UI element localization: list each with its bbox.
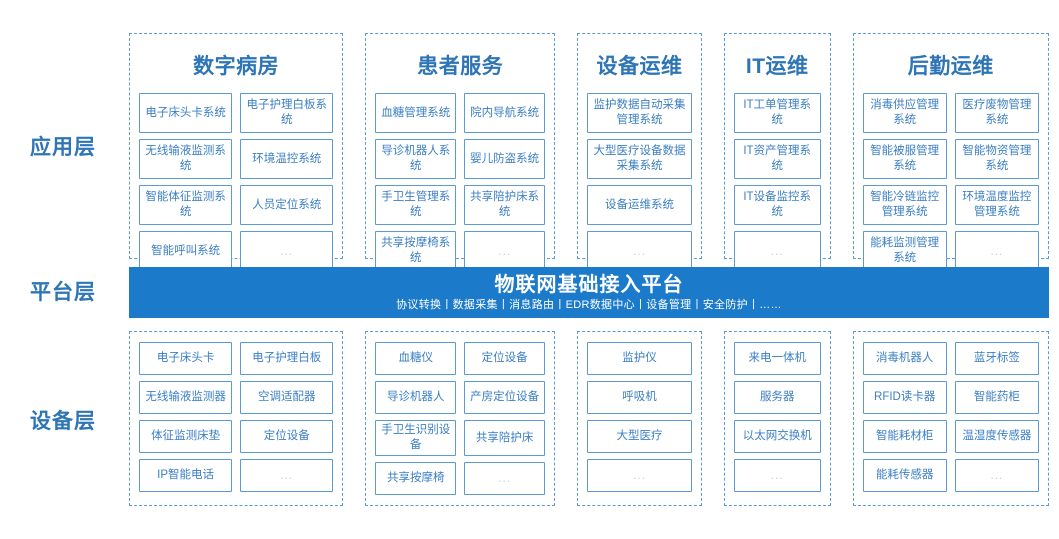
app-item[interactable]: 电子床头卡系统 — [139, 93, 233, 133]
device-item[interactable]: 以太网交换机 — [733, 420, 821, 453]
app-item[interactable]: 共享按摩椅系统 — [375, 231, 457, 271]
app-item[interactable]: 大型医疗设备数据采集系统 — [587, 139, 692, 179]
platform-title: 物联网基础接入平台 — [494, 273, 684, 296]
app-item-more[interactable]: ... — [464, 231, 546, 271]
device-layer-band: 电子床头卡 电子护理白板 无线输液监测器 空调适配器 体征监测床垫 定位设备 I… — [129, 331, 1049, 506]
device-item-more[interactable]: ... — [587, 459, 692, 492]
app-group-items: 电子床头卡系统 电子护理白板系统 无线输液监测系统 环境温控系统 智能体征监测系… — [139, 93, 334, 271]
app-item[interactable]: 院内导航系统 — [464, 93, 546, 133]
app-item[interactable]: 智能物资管理系统 — [954, 139, 1039, 179]
device-group-items: 血糖仪 定位设备 导诊机器人 产房定位设备 手卫生识别设备 共享陪护床 共享按摩… — [375, 342, 546, 495]
device-item[interactable]: 体征监测床垫 — [139, 420, 233, 453]
device-item[interactable]: 蓝牙标签 — [954, 342, 1039, 375]
device-item[interactable]: 温湿度传感器 — [954, 420, 1039, 453]
app-group-title: 患者服务 — [417, 55, 504, 78]
platform-layer-banner: 物联网基础接入平台 协议转换丨数据采集丨消息路由丨EDR数据中心丨设备管理丨安全… — [129, 267, 1049, 318]
app-item[interactable]: 手卫生管理系统 — [375, 185, 457, 225]
app-item[interactable]: 智能体征监测系统 — [139, 185, 233, 225]
app-group-it-ops: IT运维 IT工单管理系统 IT资产管理系统 IT设备监控系统 ... — [723, 33, 831, 271]
app-group-patient-service: 患者服务 血糖管理系统 院内导航系统 导诊机器人系统 婴儿防盗系统 手卫生管理系… — [365, 33, 556, 271]
app-item[interactable]: 能耗监测管理系统 — [862, 231, 947, 271]
app-item[interactable]: 消毒供应管理系统 — [862, 93, 947, 133]
device-item[interactable]: 呼吸机 — [587, 381, 692, 414]
layer-label-platform: 平台层 — [30, 281, 96, 304]
device-group-items: 消毒机器人 蓝牙标签 RFID读卡器 智能药柜 智能耗材柜 温湿度传感器 能耗传… — [862, 342, 1039, 492]
app-item[interactable]: IT设备监控系统 — [733, 185, 821, 225]
application-layer-band: 数字病房 电子床头卡系统 电子护理白板系统 无线输液监测系统 环境温控系统 智能… — [129, 33, 1049, 271]
app-item[interactable]: IT工单管理系统 — [733, 93, 821, 133]
app-item[interactable]: IT资产管理系统 — [733, 139, 821, 179]
device-item-more[interactable]: ... — [240, 459, 334, 492]
device-item[interactable]: 共享按摩椅 — [375, 462, 457, 495]
device-item-more[interactable]: ... — [464, 462, 546, 495]
app-group-title: IT运维 — [745, 55, 809, 78]
app-item[interactable]: 人员定位系统 — [240, 185, 334, 225]
device-item[interactable]: 手卫生识别设备 — [375, 420, 457, 456]
app-group-equipment-ops: 设备运维 监护数据自动采集管理系统 大型医疗设备数据采集系统 设备运维系统 ..… — [577, 33, 702, 271]
device-item[interactable]: 智能药柜 — [954, 381, 1039, 414]
layer-label-application: 应用层 — [30, 136, 96, 159]
app-item[interactable]: 电子护理白板系统 — [240, 93, 334, 133]
app-item[interactable]: 婴儿防盗系统 — [464, 139, 546, 179]
device-group-items: 监护仪 呼吸机 大型医疗 ... — [587, 342, 692, 492]
app-item[interactable]: 医疗废物管理系统 — [954, 93, 1039, 133]
device-item[interactable]: 血糖仪 — [375, 342, 457, 375]
device-item[interactable]: 监护仪 — [587, 342, 692, 375]
device-group-items: 电子床头卡 电子护理白板 无线输液监测器 空调适配器 体征监测床垫 定位设备 I… — [139, 342, 334, 492]
app-group-items: IT工单管理系统 IT资产管理系统 IT设备监控系统 ... — [733, 93, 821, 271]
app-item-more[interactable]: ... — [954, 231, 1039, 271]
app-item-more[interactable]: ... — [733, 231, 821, 271]
app-group-items: 消毒供应管理系统 医疗废物管理系统 智能被服管理系统 智能物资管理系统 智能冷链… — [862, 93, 1039, 271]
app-group-items: 监护数据自动采集管理系统 大型医疗设备数据采集系统 设备运维系统 ... — [587, 93, 692, 271]
app-item[interactable]: 智能冷链监控管理系统 — [862, 185, 947, 225]
app-item[interactable]: 环境温控系统 — [240, 139, 334, 179]
platform-subtitle: 协议转换丨数据采集丨消息路由丨EDR数据中心丨设备管理丨安全防护丨…… — [396, 298, 782, 311]
device-item[interactable]: 共享陪护床 — [464, 420, 546, 456]
device-item[interactable]: 消毒机器人 — [862, 342, 947, 375]
app-item[interactable]: 环境温度监控管理系统 — [954, 185, 1039, 225]
device-item-more[interactable]: ... — [733, 459, 821, 492]
app-item[interactable]: 无线输液监测系统 — [139, 139, 233, 179]
app-item-more[interactable]: ... — [587, 231, 692, 271]
app-item[interactable]: 智能呼叫系统 — [139, 231, 233, 271]
app-group-title: 数字病房 — [193, 55, 280, 78]
app-group-logistics-ops: 后勤运维 消毒供应管理系统 医疗废物管理系统 智能被服管理系统 智能物资管理系统… — [852, 33, 1049, 271]
device-group-digital-ward: 电子床头卡 电子护理白板 无线输液监测器 空调适配器 体征监测床垫 定位设备 I… — [129, 331, 344, 506]
device-item[interactable]: 导诊机器人 — [375, 381, 457, 414]
device-item[interactable]: 无线输液监测器 — [139, 381, 233, 414]
app-item[interactable]: 监护数据自动采集管理系统 — [587, 93, 692, 133]
device-item[interactable]: 服务器 — [733, 381, 821, 414]
device-group-equipment-ops: 监护仪 呼吸机 大型医疗 ... — [577, 331, 702, 506]
device-item-more[interactable]: ... — [954, 459, 1039, 492]
app-item[interactable]: 智能被服管理系统 — [862, 139, 947, 179]
app-item[interactable]: 共享陪护床系统 — [464, 185, 546, 225]
device-item[interactable]: 定位设备 — [240, 420, 334, 453]
device-group-logistics-ops: 消毒机器人 蓝牙标签 RFID读卡器 智能药柜 智能耗材柜 温湿度传感器 能耗传… — [852, 331, 1049, 506]
app-group-items: 血糖管理系统 院内导航系统 导诊机器人系统 婴儿防盗系统 手卫生管理系统 共享陪… — [375, 93, 546, 271]
device-item[interactable]: 来电一体机 — [733, 342, 821, 375]
app-group-title: 后勤运维 — [907, 55, 994, 78]
device-item[interactable]: RFID读卡器 — [862, 381, 947, 414]
device-group-it-ops: 来电一体机 服务器 以太网交换机 ... — [723, 331, 831, 506]
app-item[interactable]: 设备运维系统 — [587, 185, 692, 225]
device-item[interactable]: 大型医疗 — [587, 420, 692, 453]
device-item[interactable]: 电子护理白板 — [240, 342, 334, 375]
app-item[interactable]: 导诊机器人系统 — [375, 139, 457, 179]
device-item[interactable]: IP智能电话 — [139, 459, 233, 492]
app-group-title: 设备运维 — [596, 55, 683, 78]
app-item[interactable]: 血糖管理系统 — [375, 93, 457, 133]
device-item[interactable]: 能耗传感器 — [862, 459, 947, 492]
device-item[interactable]: 定位设备 — [464, 342, 546, 375]
app-item-more[interactable]: ... — [240, 231, 334, 271]
app-group-digital-ward: 数字病房 电子床头卡系统 电子护理白板系统 无线输液监测系统 环境温控系统 智能… — [129, 33, 344, 271]
device-group-items: 来电一体机 服务器 以太网交换机 ... — [733, 342, 821, 492]
device-item[interactable]: 空调适配器 — [240, 381, 334, 414]
device-item[interactable]: 智能耗材柜 — [862, 420, 947, 453]
layer-label-device: 设备层 — [30, 410, 96, 433]
device-group-patient-service: 血糖仪 定位设备 导诊机器人 产房定位设备 手卫生识别设备 共享陪护床 共享按摩… — [365, 331, 556, 506]
device-item[interactable]: 产房定位设备 — [464, 381, 546, 414]
device-item[interactable]: 电子床头卡 — [139, 342, 233, 375]
